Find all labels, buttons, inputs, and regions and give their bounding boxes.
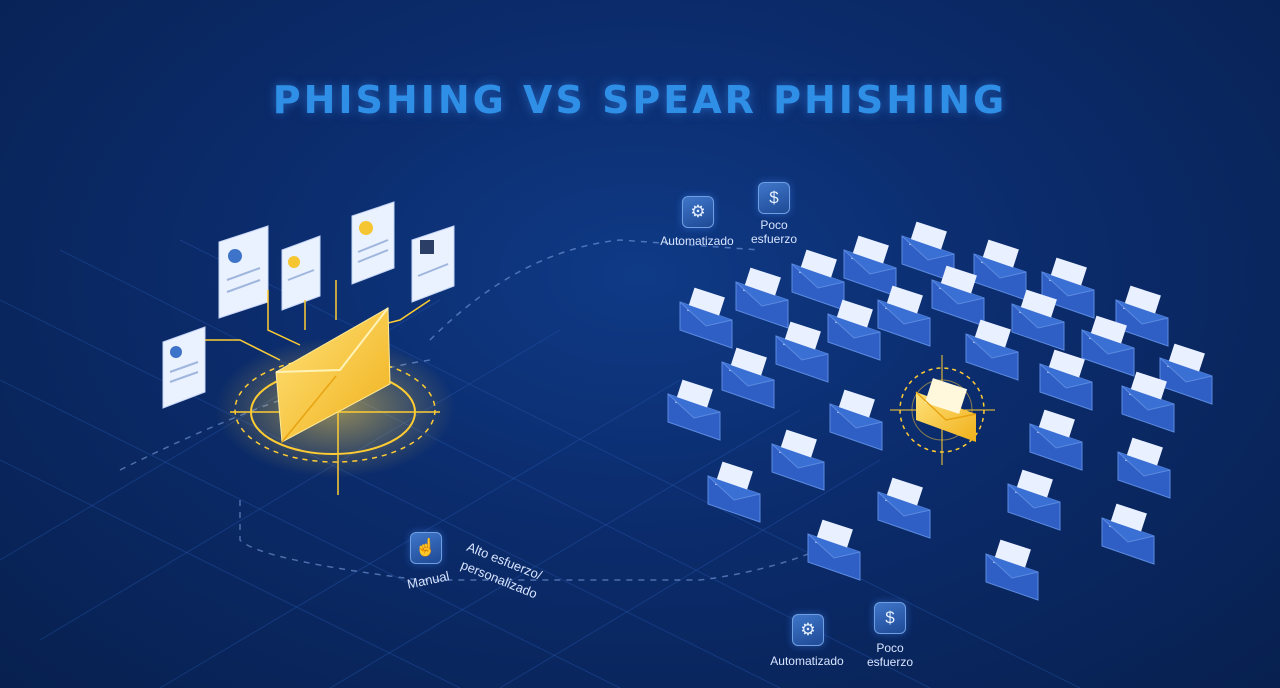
envelope-icon bbox=[973, 239, 1027, 301]
low-effort-top-line1: Poco bbox=[760, 218, 788, 232]
envelope-icon bbox=[901, 221, 955, 283]
hand-coin-icon: $ bbox=[874, 602, 906, 634]
envelope-icon bbox=[931, 265, 985, 327]
envelope-icon bbox=[1007, 469, 1061, 531]
envelope-icon bbox=[965, 319, 1019, 381]
envelope-icon bbox=[707, 461, 761, 523]
envelope-icon bbox=[829, 389, 883, 451]
envelope-icon bbox=[791, 249, 845, 311]
automated-label-top: Automatizado bbox=[660, 234, 734, 248]
envelope-icon bbox=[775, 321, 829, 383]
profile-documents bbox=[162, 201, 455, 409]
gear-icon: ⚙ bbox=[792, 614, 824, 646]
phishing-envelopes bbox=[667, 221, 1213, 601]
envelope-icon bbox=[667, 379, 721, 441]
envelope-icon bbox=[807, 519, 861, 581]
envelope-icon bbox=[771, 429, 825, 491]
envelope-icon bbox=[1159, 343, 1213, 405]
envelope-icon bbox=[843, 235, 897, 297]
spear-phishing-envelope bbox=[275, 307, 391, 443]
automated-label-bottom: Automatizado bbox=[770, 654, 844, 668]
envelope-icon bbox=[1081, 315, 1135, 377]
envelope-icon bbox=[877, 285, 931, 347]
envelope-icon bbox=[735, 267, 789, 329]
envelope-icon bbox=[1101, 503, 1155, 565]
profile-document-icon bbox=[411, 225, 455, 303]
envelope-icon bbox=[1115, 285, 1169, 347]
gear-icon: ⚙ bbox=[682, 196, 714, 228]
profile-document-icon bbox=[281, 235, 321, 311]
profile-document-icon bbox=[162, 326, 206, 409]
page-title: PHISHING VS SPEAR PHISHING bbox=[272, 78, 1008, 122]
envelope-icon bbox=[721, 347, 775, 409]
low-effort-bottom-line1: Poco bbox=[876, 641, 904, 655]
envelope-icon bbox=[877, 477, 931, 539]
profile-document-icon bbox=[218, 225, 269, 319]
hand-coin-icon: $ bbox=[758, 182, 790, 214]
envelope-icon bbox=[1121, 371, 1175, 433]
envelope-icon bbox=[679, 287, 733, 349]
perspective-grid bbox=[0, 239, 1081, 688]
envelope-icon bbox=[1011, 289, 1065, 351]
envelope-icon bbox=[1029, 409, 1083, 471]
envelope-icon bbox=[985, 539, 1039, 601]
envelope-icon bbox=[1039, 349, 1093, 411]
low-effort-bottom-line2: esfuerzo bbox=[866, 655, 914, 669]
hand-pointer-icon: ☝ bbox=[410, 532, 442, 564]
envelope-icon bbox=[827, 299, 881, 361]
profile-document-icon bbox=[351, 201, 395, 285]
targeted-envelope bbox=[890, 355, 995, 465]
envelope-icon bbox=[1041, 257, 1095, 319]
envelope-icon bbox=[1117, 437, 1171, 499]
low-effort-top-line2: esfuerzo bbox=[750, 232, 798, 246]
